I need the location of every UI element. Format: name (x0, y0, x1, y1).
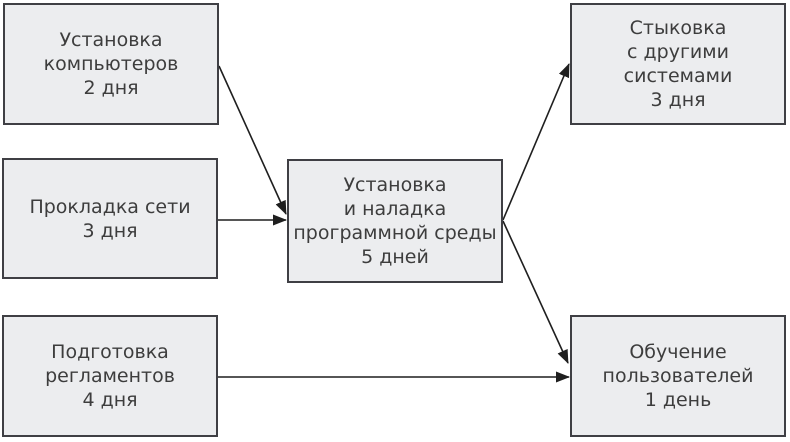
task-duration: 4 дня (82, 389, 138, 411)
task-title-line: регламентов (45, 365, 175, 387)
task-title-line: с другими (627, 41, 729, 63)
task-title-line: компьютеров (43, 53, 179, 75)
task-title-line: Стыковка (629, 17, 727, 39)
arrow-software-setup-to-systems-integration (502, 63, 570, 221)
task-title-line: Обучение (629, 341, 727, 363)
task-title-line: Подготовка (51, 341, 169, 363)
task-title-line: пользователей (602, 365, 754, 387)
task-user-training: Обучение пользователей 1 день (570, 315, 786, 437)
task-title-line: программной среды (293, 222, 497, 244)
arrow-software-setup-to-user-training (502, 220, 569, 364)
task-title-line: и наладка (343, 198, 447, 220)
task-duration: 3 дня (82, 219, 138, 242)
task-install-computers: Установка компьютеров 2 дня (3, 3, 219, 125)
task-software-setup: Установка и наладка программной среды 5 … (287, 159, 503, 283)
task-duration: 3 дня (650, 89, 706, 111)
task-title-line: Установка (59, 29, 163, 51)
task-systems-integration: Стыковка с другими системами 3 дня (570, 3, 786, 125)
task-title-line: системами (623, 65, 733, 87)
task-prepare-regulations: Подготовка регламентов 4 дня (2, 315, 218, 437)
task-title-line: Установка (343, 174, 447, 196)
task-duration: 2 дня (83, 77, 139, 99)
task-title-line: Прокладка сети (29, 195, 191, 218)
task-duration: 1 день (644, 389, 712, 411)
arrow-install-computers-to-software-setup (218, 65, 287, 215)
task-network-cabling: Прокладка сети 3 дня (2, 158, 218, 279)
task-duration: 5 дней (361, 246, 429, 268)
